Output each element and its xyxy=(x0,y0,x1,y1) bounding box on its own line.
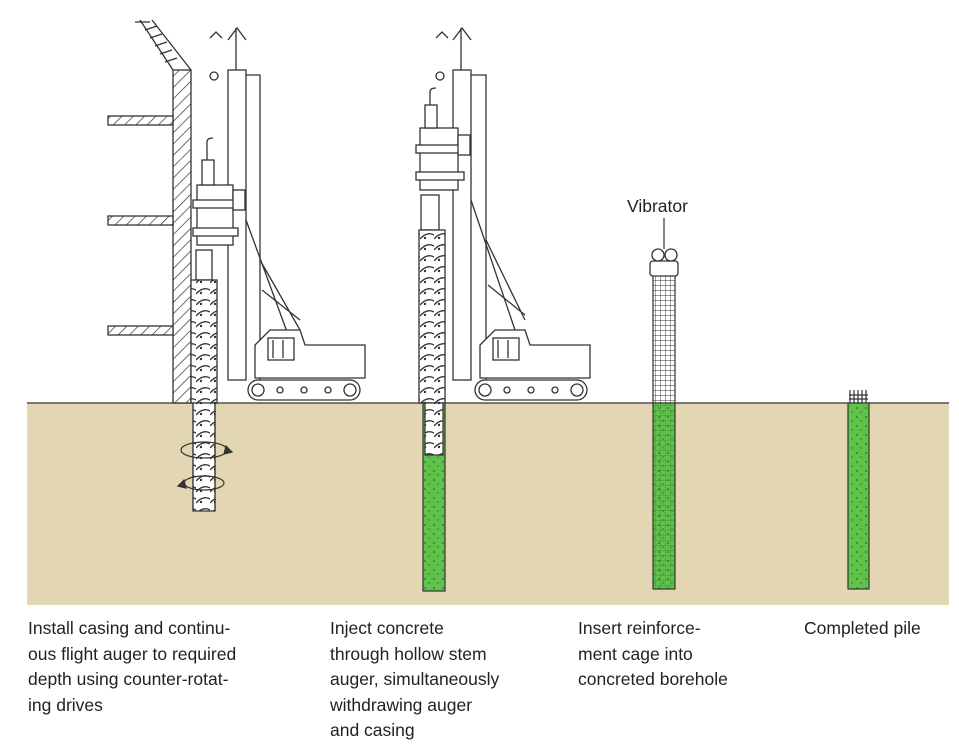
drilling-rig-1 xyxy=(190,26,366,404)
auger-in-ground-1 xyxy=(176,402,234,512)
step-4-caption: Completed pile xyxy=(804,618,921,638)
ground xyxy=(27,403,949,605)
adjacent-building xyxy=(107,19,192,404)
reinforcement-cage xyxy=(652,274,676,590)
cage-above-ground xyxy=(652,274,676,404)
concrete-column-2 xyxy=(422,402,446,592)
vibrator-label: Vibrator xyxy=(627,196,688,216)
completed-pile xyxy=(847,390,870,590)
drilling-rig-2 xyxy=(415,26,591,404)
vibrator-icon xyxy=(649,218,679,277)
step-2-caption: Inject concrete through hollow stem auge… xyxy=(330,618,500,740)
step-3-caption: Insert reinforce- ment cage into concret… xyxy=(578,618,728,689)
step-1-caption: Install casing and continu- ous flight a… xyxy=(28,618,237,715)
